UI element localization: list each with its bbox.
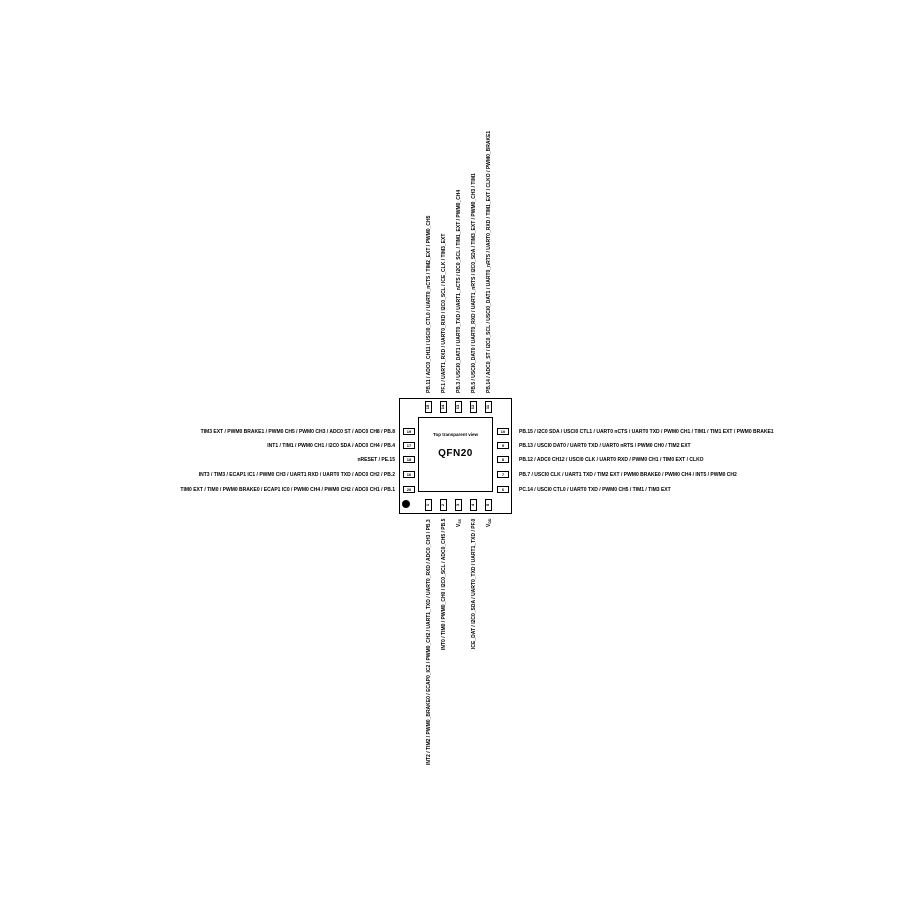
pin-label-main: V (485, 524, 492, 528)
pin-number: 14 (440, 404, 446, 410)
pin-number: 2 (440, 503, 446, 507)
pin-label-top: PB.11 / ADC0_CH11 / USCI0_CTL0 / UART0_n… (425, 215, 432, 393)
pin-label-left: INT3 / TIM3 / ECAP1 IC1 / PWM0 CH3 / UAR… (198, 471, 395, 478)
pin-pad-right: 7 (497, 471, 509, 478)
pin-pad-left: 19 (403, 428, 415, 435)
pin-number: 19 (406, 428, 412, 434)
pin-label-bottom: INT2 / TIM2 / PWM0_BRAKE0 / ECAP0_IC2 / … (425, 519, 432, 765)
pin-pad-left: 16 (403, 471, 415, 478)
pin-pad-top: 12 (470, 401, 477, 413)
pin-pad-top: 11 (485, 401, 492, 413)
pin-number: 6 (501, 486, 505, 492)
pin-label-main: V (455, 523, 462, 528)
pin-label-subscript: DD (487, 519, 492, 525)
pin-number: 20 (406, 486, 412, 492)
pin-pad-right: 6 (497, 486, 509, 493)
pin-number: 16 (406, 471, 412, 477)
pin-label-top: PF.1 / UART1_RXD / UART0_RXD / I2C0_SCL … (440, 233, 447, 393)
pin-number: 10 (500, 428, 506, 434)
pin-number: 8 (501, 456, 505, 462)
pin-number: 13 (455, 404, 461, 410)
pin-number: 15 (425, 404, 431, 410)
pin-pad-right: 9 (497, 442, 509, 449)
pin-label-right: PB.15 / I2C0 SDA / USCI0 CTL1 / UART0 nC… (519, 428, 774, 435)
pin-pad-left: 18 (403, 456, 415, 463)
exposed-pad (418, 417, 493, 492)
pin-number: 1 (425, 503, 431, 507)
pin-label-bottom: VDD (486, 519, 492, 527)
pin-label-bottom: ICE_DAT / I2C0_SDA / UART0_TXD / UART1_T… (470, 519, 477, 650)
pin-pad-top: 15 (425, 401, 432, 413)
pin-label-top: PB.14 / ADC0_ST / I2C0_SCL / USCI0_DAT1 … (485, 130, 492, 393)
pin-pad-top: 14 (440, 401, 447, 413)
pin-label-right: PB.13 / USCI0 DAT0 / UART0 TXD / UART0 n… (519, 442, 691, 449)
package-name: QFN20 (438, 448, 473, 459)
pin-label-right: PB.7 / USCI0 CLK / UART1 TXD / TIM2 EXT … (519, 471, 737, 478)
pin-pad-right: 10 (497, 428, 509, 435)
pin-number: 11 (485, 404, 491, 410)
pin-number: 4 (470, 503, 476, 507)
pin1-marker-icon (402, 500, 410, 508)
pin-number: 12 (470, 404, 476, 410)
pin-label-right: PB.12 / ADC0 CH12 / USCI0 CLK / UART0 RX… (519, 456, 704, 463)
pin-pad-bottom: 4 (470, 499, 477, 511)
pin-pad-right: 8 (497, 456, 509, 463)
pin-pad-bottom: 3 (455, 499, 462, 511)
pin-label-right: PC.14 / USCI0 CTL0 / UART0 TXD / PWM0 CH… (519, 486, 671, 493)
pin-number: 17 (406, 442, 412, 448)
pin-number: 3 (455, 503, 461, 507)
pin-pad-left: 17 (403, 442, 415, 449)
package-subtitle: Top transparent view (433, 432, 478, 437)
pin-pad-bottom: 1 (425, 499, 432, 511)
pin-pad-bottom: 2 (440, 499, 447, 511)
pin-label-bottom: INT0 / TIM0 / PWM0_CH0 / I2C0_SCL / ADC0… (440, 519, 447, 651)
pin-label-left: TIM3 EXT / PWM0 BRAKE1 / PWM0 CH5 / PWM0… (200, 428, 395, 435)
pin-number: 7 (501, 471, 505, 477)
pin-label-top: PB.5 / USCI0_DAT0 / UART0_RXD / UART1_nR… (470, 173, 477, 393)
pin-label-left: TIM0 EXT / TIM0 / PWM0 BRAKE0 / ECAP1 IC… (180, 486, 395, 493)
pin-number: 9 (501, 442, 505, 448)
pin-number: 18 (406, 456, 412, 462)
pin-pad-left: 20 (403, 486, 415, 493)
pin-label-subscript: SS (457, 519, 462, 524)
pin-label-bottom: VSS (456, 519, 462, 527)
pin-number: 5 (485, 503, 491, 507)
pin-label-top: PB.3 / USCI0_DAT1 / UART0_TXD / UART1_nC… (455, 189, 462, 393)
pin-label-left: INT1 / TIM1 / PWM0 CH1 / I2C0 SDA / ADC0… (267, 442, 395, 449)
pin-label-left: nRESET / PE.15 (357, 456, 395, 463)
pin-pad-top: 13 (455, 401, 462, 413)
pin-pad-bottom: 5 (485, 499, 492, 511)
